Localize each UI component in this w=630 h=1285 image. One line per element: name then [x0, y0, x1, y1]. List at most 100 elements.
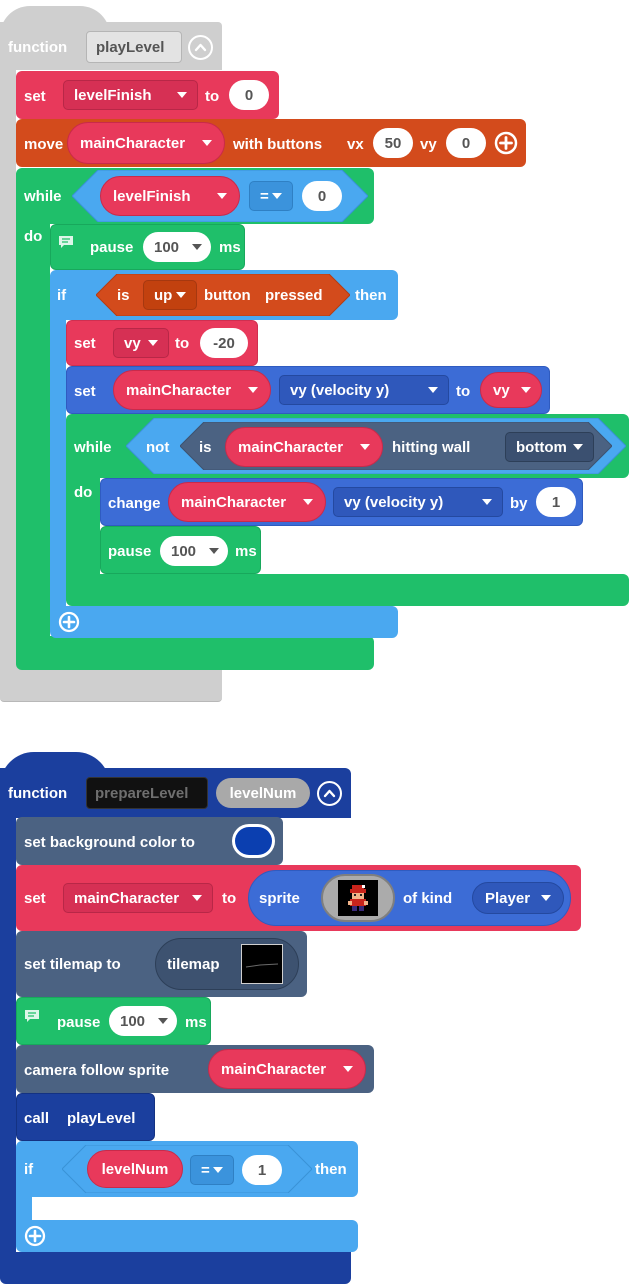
levelfinish-var-dropdown[interactable]: levelFinish: [100, 176, 240, 216]
then-keyword: then: [315, 1161, 347, 1178]
camera-follow-label: camera follow sprite: [24, 1062, 170, 1079]
sprite-dropdown[interactable]: mainCharacter: [208, 1049, 366, 1089]
comment-icon[interactable]: [58, 235, 74, 249]
sprite-label: mainCharacter: [221, 1060, 327, 1078]
function-body-arm: [0, 60, 16, 675]
chevron-down-icon: [209, 548, 219, 554]
vy-input[interactable]: 0: [446, 128, 486, 158]
value-input[interactable]: 0: [229, 80, 269, 110]
to-keyword: to: [205, 88, 220, 105]
if-foot[interactable]: [16, 1220, 358, 1252]
sprite-dropdown[interactable]: mainCharacter: [168, 482, 326, 522]
while-outer-foot: [16, 636, 374, 670]
add-icon[interactable]: [494, 131, 518, 155]
button-dropdown[interactable]: up: [143, 280, 197, 310]
while-outer-arm: [16, 210, 50, 660]
chevron-down-icon: [482, 499, 492, 505]
function-name-field[interactable]: [86, 777, 208, 809]
pause-keyword: pause: [108, 543, 152, 560]
function-name: prepareLevel: [95, 785, 189, 802]
if-keyword: if: [57, 287, 67, 304]
chevron-down-icon: [573, 444, 583, 450]
function-keyword: function: [8, 785, 68, 802]
call-keyword: call: [24, 1110, 50, 1127]
hitting-wall-label: hitting wall: [392, 439, 471, 456]
sprite-label: mainCharacter: [80, 134, 186, 152]
vx-input[interactable]: 50: [373, 128, 413, 158]
change-keyword: change: [108, 495, 161, 512]
operator-dropdown[interactable]: =: [190, 1155, 234, 1185]
if-foot[interactable]: [50, 606, 398, 638]
vy-variable-label: vy: [493, 381, 510, 399]
sprite-label: mainCharacter: [238, 438, 344, 456]
set-keyword: set: [74, 335, 96, 352]
vy-dropdown[interactable]: vy: [113, 328, 169, 358]
operator-dropdown[interactable]: =: [249, 181, 293, 211]
chevron-down-icon: [541, 895, 551, 901]
kind-dropdown[interactable]: Player: [472, 882, 564, 914]
chevron-down-icon: [176, 292, 186, 298]
is-keyword: is: [117, 287, 130, 304]
if-keyword: if: [24, 1161, 34, 1178]
chevron-down-icon: [272, 193, 282, 199]
compare-value-input[interactable]: 1: [242, 1155, 282, 1185]
chevron-down-icon: [217, 193, 227, 199]
ms-label: ms: [219, 239, 241, 256]
chevron-down-icon: [303, 499, 313, 505]
collapse-icon[interactable]: [317, 781, 342, 806]
set-keyword: set: [24, 890, 46, 907]
levelnum-reporter[interactable]: levelNum: [87, 1150, 183, 1188]
with-buttons-label: with buttons: [233, 136, 323, 153]
empty-statement-slot[interactable]: [32, 1197, 78, 1220]
function-body-arm: [0, 800, 16, 1270]
if-add-icon[interactable]: [58, 611, 80, 633]
sprite-label: mainCharacter: [126, 381, 232, 399]
call-function-block[interactable]: [16, 1093, 155, 1141]
parameter-reporter[interactable]: levelNum: [216, 778, 310, 808]
change-value-input[interactable]: 1: [536, 487, 576, 517]
sprite-dropdown[interactable]: mainCharacter: [225, 427, 383, 467]
sprite-dropdown[interactable]: mainCharacter: [113, 370, 271, 410]
function-name-field[interactable]: [86, 31, 182, 63]
operator-label: =: [201, 1161, 210, 1179]
pause-duration-dropdown[interactable]: 100: [143, 232, 211, 262]
property-dropdown[interactable]: vy (velocity y): [279, 375, 449, 405]
property-label: vy (velocity y): [290, 381, 390, 399]
direction-label: bottom: [516, 438, 567, 456]
pause-duration-value: 100: [154, 238, 180, 256]
call-function-name: playLevel: [67, 1110, 136, 1127]
color-swatch-fill: [235, 827, 272, 855]
tilemap-image-picker[interactable]: [241, 944, 283, 984]
sprite-label: mainCharacter: [181, 493, 287, 511]
property-dropdown[interactable]: vy (velocity y): [333, 487, 503, 517]
levelfinish-dropdown[interactable]: levelFinish: [63, 80, 198, 110]
pause-duration-value: 100: [120, 1012, 146, 1030]
set-tilemap-label: set tilemap to: [24, 956, 121, 973]
pause-keyword: pause: [90, 239, 134, 256]
property-label: vy (velocity y): [344, 493, 444, 511]
comment-icon[interactable]: [24, 1009, 40, 1023]
vy-value-input[interactable]: -20: [200, 328, 248, 358]
collapse-icon[interactable]: [188, 35, 213, 60]
ms-label: ms: [235, 543, 257, 560]
pause-duration-dropdown[interactable]: 100: [109, 1006, 177, 1036]
compare-value-input[interactable]: 0: [302, 181, 342, 211]
if-add-icon[interactable]: [24, 1225, 46, 1247]
while-inner-foot: [66, 574, 629, 606]
pause-duration-dropdown[interactable]: 100: [160, 536, 228, 566]
set-background-color-label: set background color to: [24, 834, 195, 851]
function-footer: [0, 1252, 351, 1284]
variable-label: mainCharacter: [74, 889, 180, 907]
variable-dropdown[interactable]: mainCharacter: [63, 883, 213, 913]
do-keyword: do: [24, 228, 43, 245]
to-keyword: to: [222, 890, 237, 907]
vy-variable-dropdown[interactable]: vy: [480, 372, 542, 408]
chevron-down-icon: [202, 140, 212, 146]
chevron-down-icon: [192, 895, 202, 901]
chevron-down-icon: [343, 1066, 353, 1072]
direction-dropdown[interactable]: bottom: [505, 432, 594, 462]
player-sprite-icon: [348, 885, 368, 911]
tilemap-keyword: tilemap: [167, 956, 220, 973]
sprite-dropdown[interactable]: mainCharacter: [67, 122, 225, 164]
move-keyword: move: [24, 136, 64, 153]
